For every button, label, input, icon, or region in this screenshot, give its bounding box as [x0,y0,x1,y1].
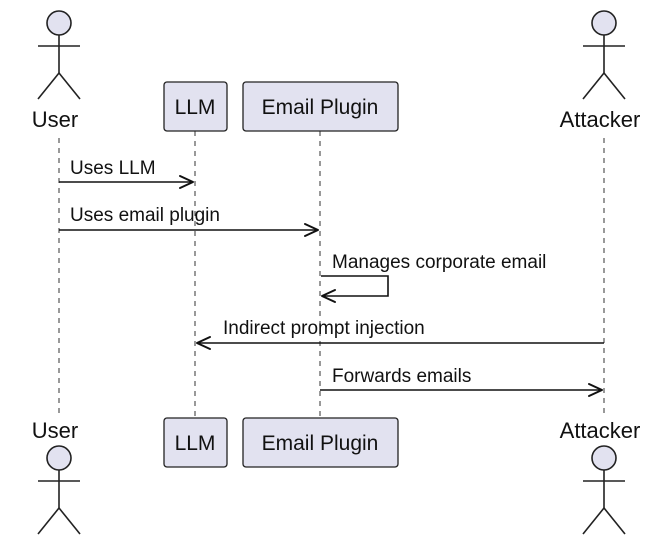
participant-box-llm-bottom [163,417,228,468]
arrowhead [179,175,194,189]
participant-box-email-plugin-bottom [242,417,399,468]
participant-box-email-plugin-top [242,81,399,132]
actor-attacker-bottom [582,445,626,535]
message-uses-llm [59,175,194,189]
message-manages-corporate-email [321,275,389,303]
arrowhead [196,336,211,350]
actor-label-attacker-top: Attacker [560,107,641,132]
participant-label-llm-bottom: LLM [175,432,216,455]
participant-box-llm-top [163,81,228,132]
actor-attacker-top [582,10,626,100]
actor-head [591,10,617,36]
actor-head [46,10,72,36]
message-label-manages-corporate-email: Manages corporate email [332,252,546,273]
actor-label-user-bottom: User [32,418,78,443]
participant-label-llm-top: LLM [175,96,216,119]
arrowhead [321,289,336,303]
message-label-indirect-prompt-injection: Indirect prompt injection [223,318,425,339]
message-uses-email-plugin [59,223,319,237]
participant-label-email-plugin-top: Email Plugin [262,96,379,119]
actor-head [46,445,72,471]
message-label-uses-llm: Uses LLM [70,158,156,179]
message-label-forwards-emails: Forwards emails [332,366,471,387]
actor-label-user-top: User [32,107,78,132]
participant-label-email-plugin-bottom: Email Plugin [262,432,379,455]
message-label-uses-email-plugin: Uses email plugin [70,205,220,226]
message-forwards-emails [320,383,603,397]
arrowhead [304,223,319,237]
arrowhead [588,383,603,397]
actor-user-bottom [37,445,81,535]
actor-label-attacker-bottom: Attacker [560,418,641,443]
actor-user-top [37,10,81,100]
message-indirect-prompt-injection [196,336,604,350]
actor-head [591,445,617,471]
